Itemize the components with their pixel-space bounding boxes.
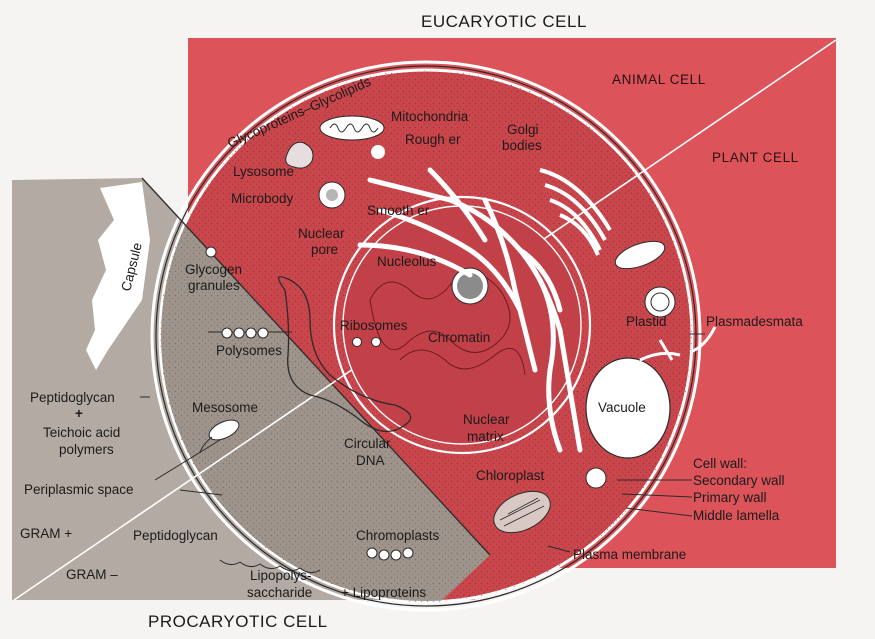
label-secondary-wall: Secondary wall [693, 473, 785, 488]
label-smooth-er: Smooth er [367, 203, 430, 218]
label-nuclear-matrix-2: matrix [467, 429, 504, 444]
label-mesosome: Mesosome [192, 400, 258, 415]
label-nuclear-pore-2: pore [311, 242, 338, 257]
glycogen-granule [206, 247, 216, 257]
label-teichoic-2: polymers [59, 442, 114, 457]
label-vacuole: Vacuole [598, 400, 646, 415]
label-microbody: Microbody [231, 191, 294, 206]
vesicle-plant [586, 468, 606, 488]
label-plus: + [75, 406, 83, 421]
section-animal-cell: ANIMAL CELL [612, 72, 706, 87]
label-plasmadesmata: Plasmadesmata [706, 314, 803, 329]
label-middle-lamella: Middle lamella [693, 508, 780, 523]
title-eucaryotic: EUCARYOTIC CELL [421, 12, 587, 31]
label-nuclear-matrix-1: Nuclear [463, 412, 510, 427]
label-chloroplast: Chloroplast [476, 468, 545, 483]
label-glycogen-2: granules [188, 278, 240, 293]
label-golgi-1: Golgi [507, 122, 539, 137]
label-plastid: Plastid [626, 314, 667, 329]
label-chromoplasts: Chromoplasts [356, 528, 440, 543]
label-rough-er: Rough er [405, 132, 461, 147]
ribosome-b [372, 338, 381, 347]
label-plasma-membrane: Plasma membrane [573, 547, 686, 562]
label-gram-minus: GRAM – [66, 567, 118, 582]
label-lipopoly-2: saccharide [247, 585, 312, 600]
label-lysosome: Lysosome [233, 164, 294, 179]
mitochondrion [320, 116, 384, 140]
label-lipoproteins: + Lipoproteins [341, 585, 426, 600]
label-primary-wall: Primary wall [693, 490, 767, 505]
label-polysomes: Polysomes [216, 343, 282, 358]
label-glycogen-1: Glycogen [185, 262, 242, 277]
label-gram-plus: GRAM + [20, 526, 72, 541]
label-cell-wall: Cell wall: [693, 456, 747, 471]
label-golgi-2: bodies [502, 138, 542, 153]
vesicle-small [371, 145, 385, 159]
label-nucleolus: Nucleolus [377, 254, 437, 269]
label-circular-1: Circular [344, 436, 391, 451]
ribosome-a [353, 338, 362, 347]
title-procaryotic: PROCARYOTIC CELL [148, 612, 328, 631]
label-teichoic-1: Teichoic acid [43, 425, 120, 440]
label-peptidoglycan-2: Peptidoglycan [133, 528, 218, 543]
section-plant-cell: PLANT CELL [712, 150, 799, 165]
plastid-body [645, 287, 675, 317]
label-circular-2: DNA [356, 453, 385, 468]
label-nuclear-pore-1: Nuclear [298, 226, 345, 241]
label-ribosomes: Ribosomes [340, 318, 408, 333]
label-chromatin: Chromatin [428, 330, 490, 345]
label-peptidoglycan-1: Peptidoglycan [30, 390, 115, 405]
label-lipopoly-1: Lipopolys- [250, 568, 312, 583]
label-mitochondria: Mitochondria [391, 109, 469, 124]
label-periplasmic: Periplasmic space [24, 482, 134, 497]
